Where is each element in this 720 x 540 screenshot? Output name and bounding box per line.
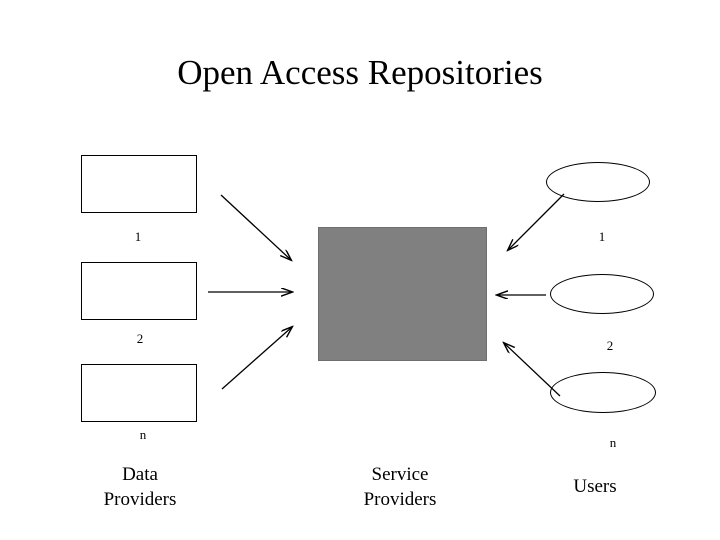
caption-service-providers-line1: Service	[371, 464, 429, 485]
arrow-grey-to-ellipse1	[508, 193, 565, 250]
user-index-1: 1	[598, 229, 606, 244]
user-ellipse-2[interactable]	[550, 274, 654, 314]
caption-service-providers: Service Providers	[315, 462, 485, 512]
data-provider-box-1[interactable]	[81, 155, 197, 213]
data-provider-index-2: 2	[136, 331, 144, 346]
caption-users: Users	[573, 476, 617, 497]
user-index-2: 2	[606, 338, 614, 353]
data-provider-box-n[interactable]	[81, 364, 197, 422]
service-provider-rect[interactable]	[318, 227, 487, 361]
data-provider-index-n: n	[139, 427, 147, 442]
user-index-n: n	[609, 435, 617, 450]
arrow-box3-to-grey	[221, 327, 292, 390]
data-provider-index-1: 1	[134, 229, 142, 244]
arrow-box1-to-grey	[220, 194, 291, 260]
caption-service-providers-line2: Providers	[363, 489, 437, 510]
data-provider-box-2[interactable]	[81, 262, 197, 320]
caption-data-providers-line2: Providers	[103, 489, 177, 510]
user-ellipse-n[interactable]	[550, 372, 656, 413]
caption-data-providers-line1: Data	[122, 464, 158, 485]
page-title: Open Access Repositories	[177, 53, 543, 92]
caption-data-providers: Data Providers	[55, 462, 225, 512]
arrow-grey-to-ellipse3	[504, 343, 561, 397]
